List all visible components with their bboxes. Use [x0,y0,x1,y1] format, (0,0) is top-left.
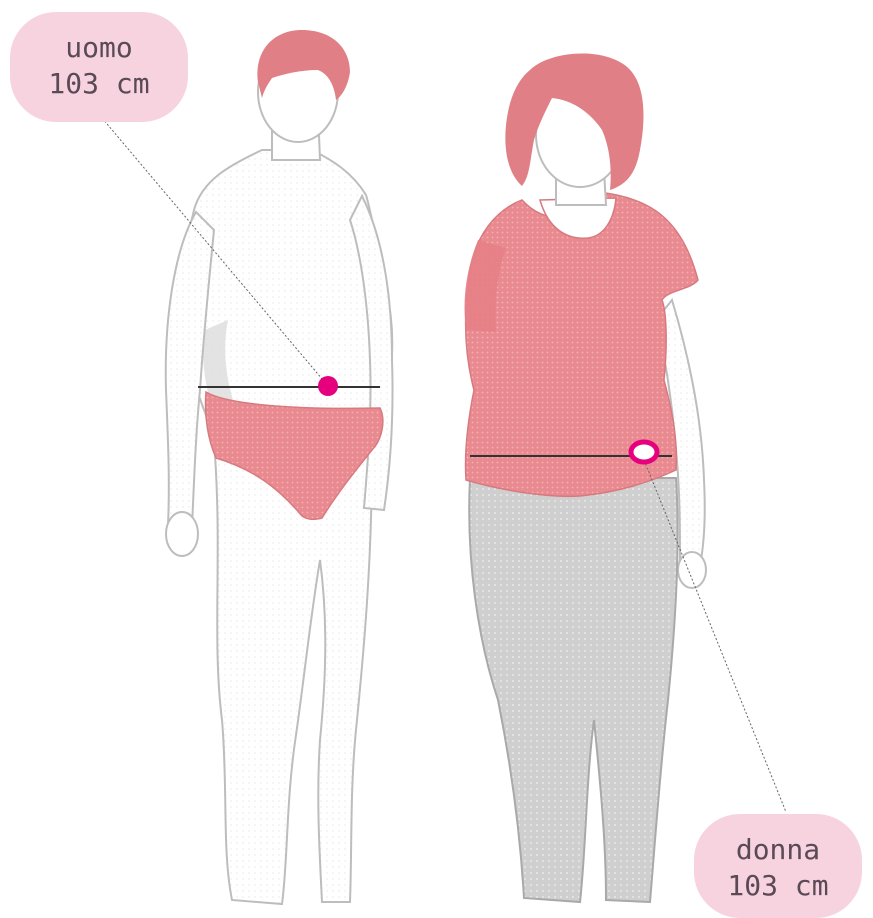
man-figure [166,30,393,904]
man-waist-marker [318,376,338,396]
man-label-bubble: uomo 103 cm [10,12,188,122]
man-label-value: 103 cm [10,66,188,102]
woman-figure [465,54,707,902]
woman-label-value: 103 cm [694,868,862,904]
man-label-title: uomo [10,30,188,66]
man-legs [215,455,372,904]
woman-waist-marker [631,442,657,462]
woman-label-title: donna [694,832,862,868]
woman-right-hand [678,552,706,588]
woman-label-bubble: donna 103 cm [694,814,862,918]
woman-legs [469,478,677,902]
man-left-hand [166,512,198,556]
